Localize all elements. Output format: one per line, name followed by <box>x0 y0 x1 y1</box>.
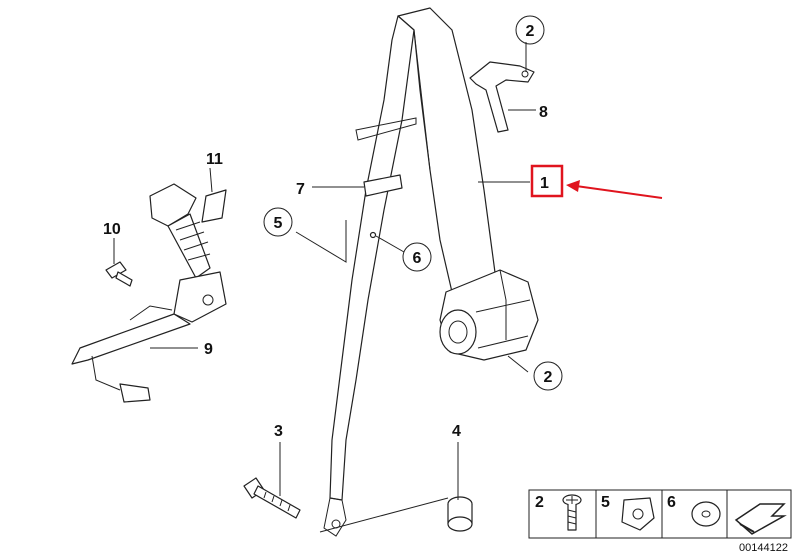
small-parts-legend: 2 5 6 00144122 <box>528 489 792 554</box>
callout-circle <box>263 207 293 237</box>
legend-label-6: 6 <box>667 494 676 511</box>
buckle-assembly[interactable] <box>71 183 227 403</box>
highlight-box <box>530 164 564 198</box>
callout-circle <box>515 15 545 45</box>
callout-5: 5 <box>274 215 283 232</box>
callout-11: 11 <box>206 151 223 168</box>
callout-circle <box>533 361 563 391</box>
washer-icon <box>691 501 721 527</box>
leader-lines <box>113 42 536 533</box>
callout-circle <box>402 242 432 272</box>
pin-part[interactable] <box>369 231 377 239</box>
label-sticker[interactable] <box>201 189 227 223</box>
diagram-id: 00144122 <box>739 542 788 554</box>
bolt-part-10[interactable] <box>105 261 133 287</box>
callouts: 2 8 1 7 5 6 2 9 11 10 3 4 <box>103 15 564 440</box>
callout-10: 10 <box>103 221 121 238</box>
clip-nut-icon <box>621 497 655 531</box>
callout-8: 8 <box>539 104 548 121</box>
callout-9: 9 <box>204 341 213 358</box>
seat-belt-strap[interactable] <box>323 7 497 537</box>
callout-4: 4 <box>452 423 461 440</box>
upper-bracket[interactable] <box>469 61 535 133</box>
legend-label-2: 2 <box>535 494 544 511</box>
callout-3: 3 <box>274 423 283 440</box>
callout-6: 6 <box>413 250 422 267</box>
bushing-part-4[interactable] <box>447 496 473 532</box>
screw-icon <box>562 494 582 531</box>
arrow-icon <box>734 503 787 535</box>
callout-7: 7 <box>296 181 305 198</box>
belt-guide-clip[interactable] <box>363 174 403 197</box>
legend-label-5: 5 <box>601 494 610 511</box>
callout-1[interactable]: 1 <box>540 175 549 192</box>
callout-2-bottom: 2 <box>544 369 553 386</box>
callout-2-top: 2 <box>526 23 535 40</box>
red-arrow <box>566 180 663 199</box>
belt-retractor[interactable] <box>439 269 539 361</box>
bolt-part-3[interactable] <box>243 477 301 519</box>
